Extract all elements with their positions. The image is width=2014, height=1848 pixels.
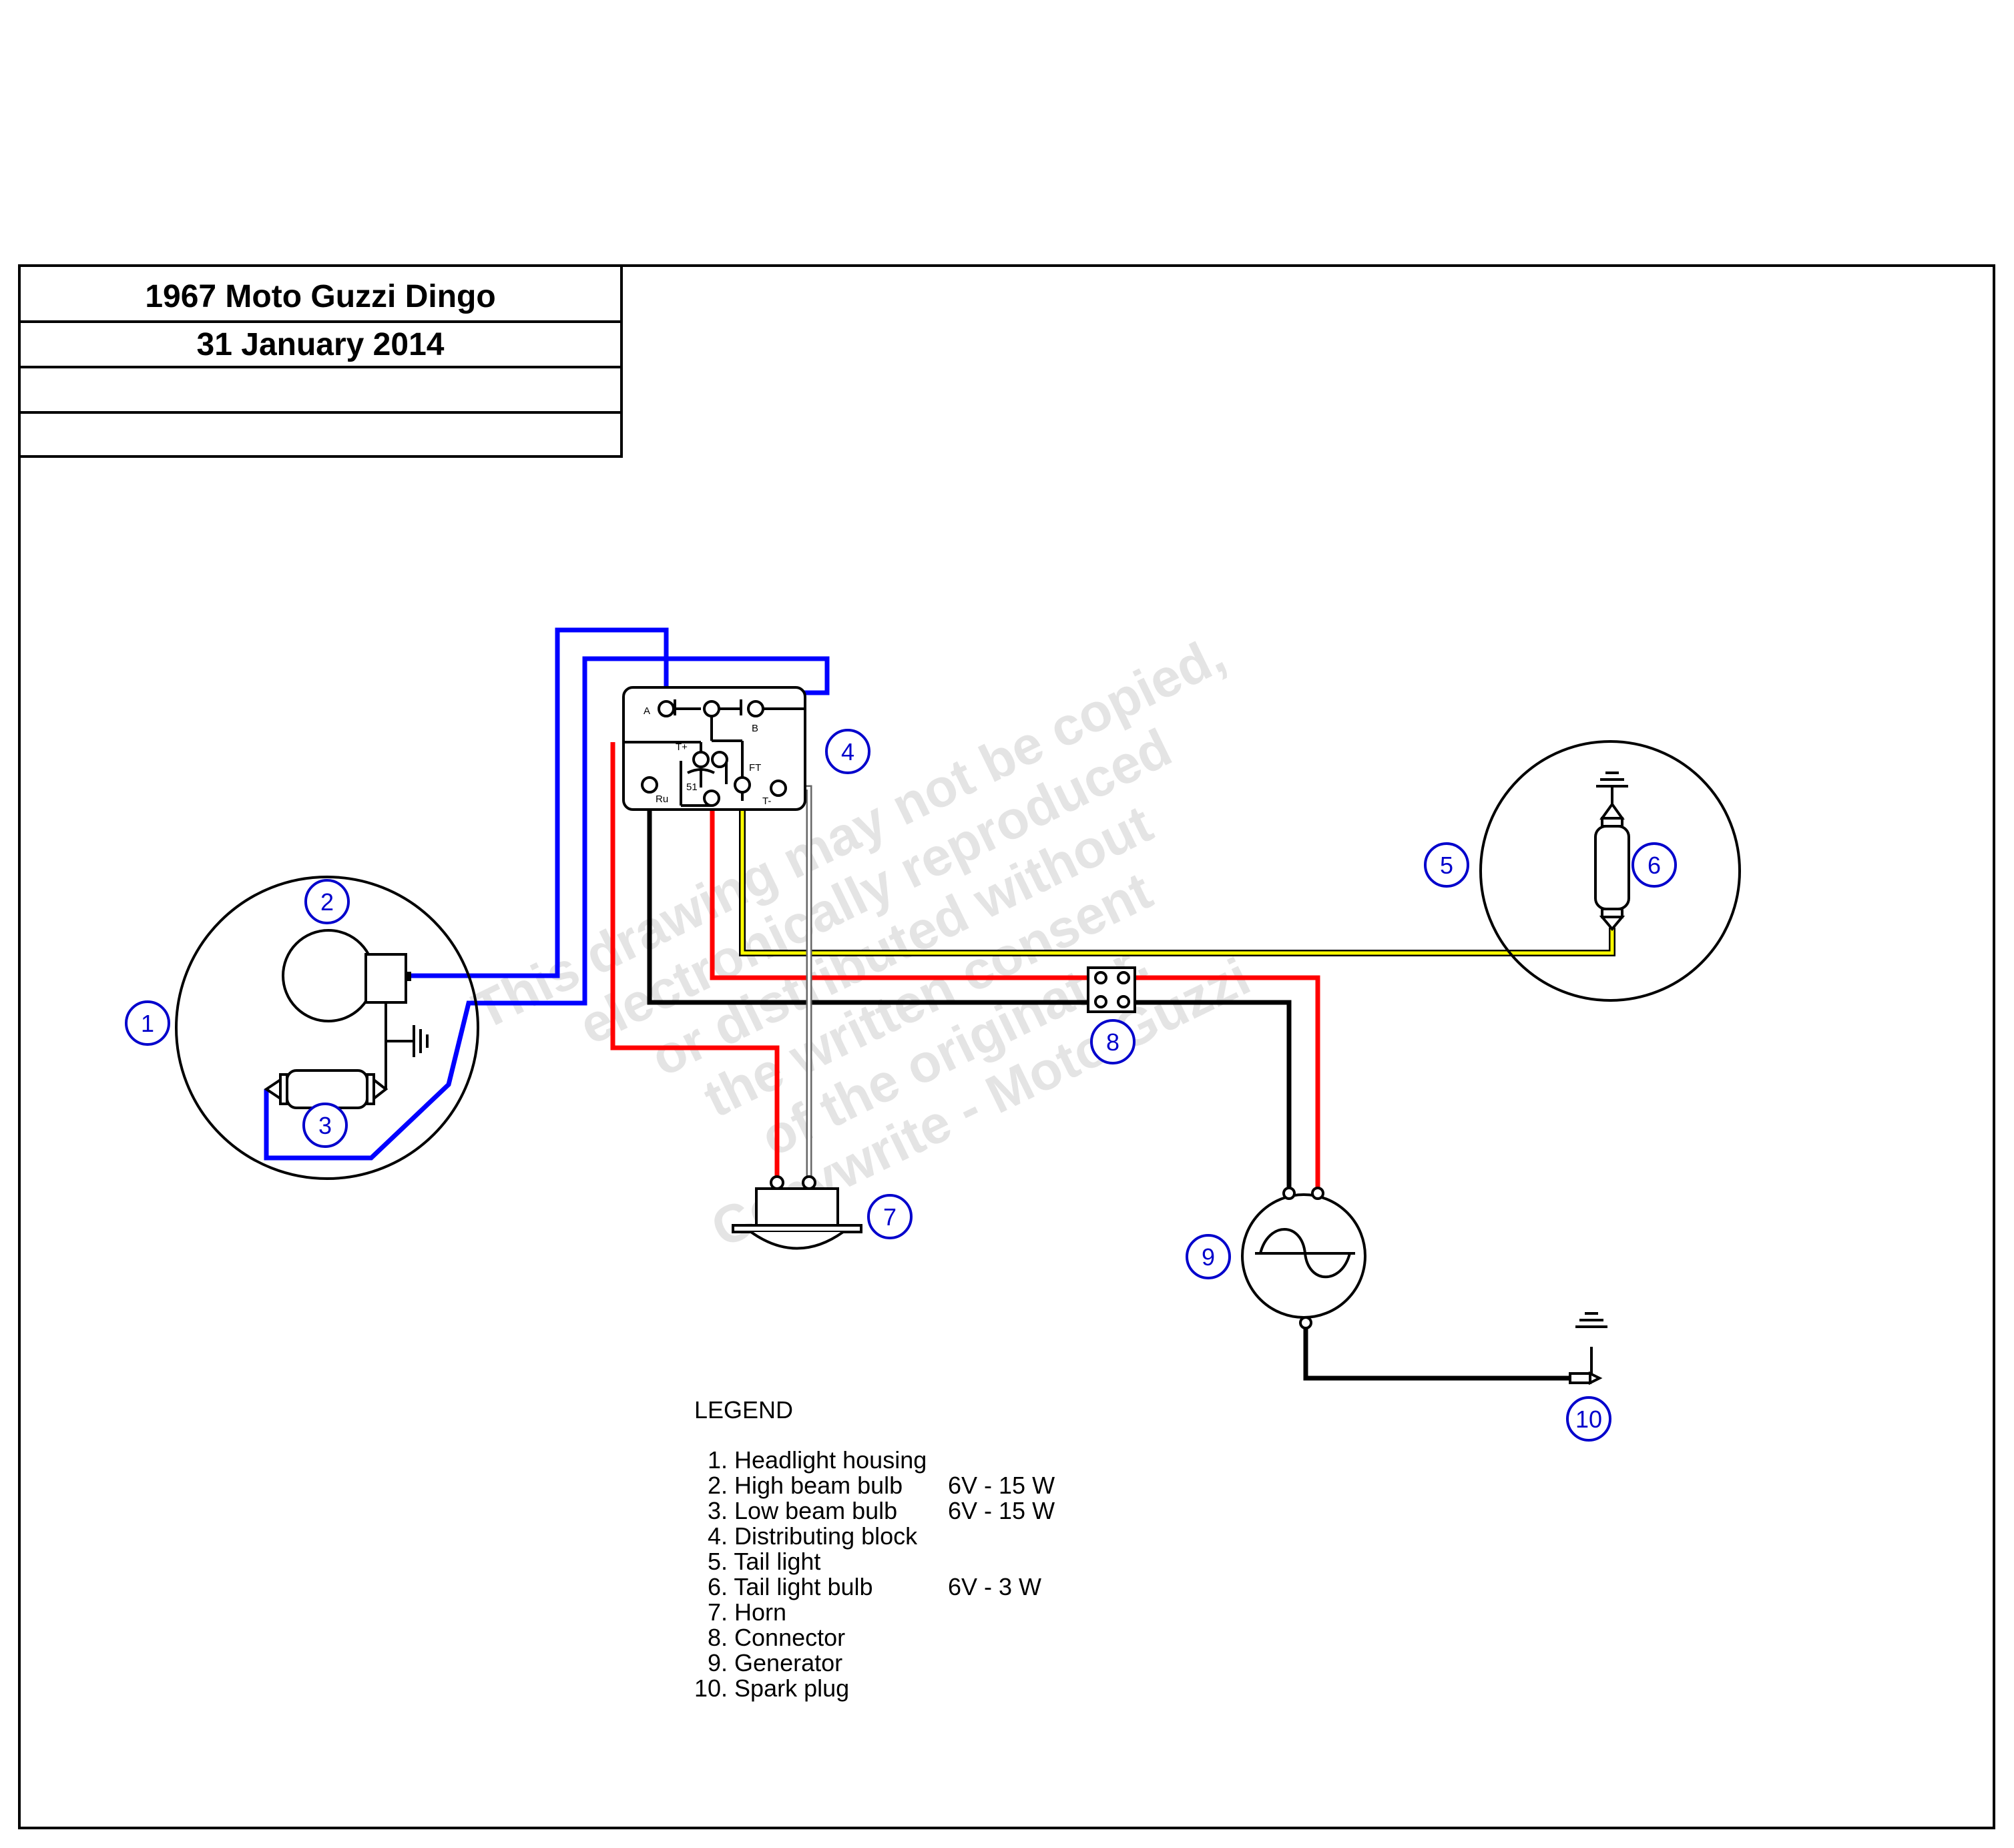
red-wire-generator xyxy=(710,800,1320,1191)
legend-item: 8. Connector xyxy=(708,1624,845,1651)
connector xyxy=(1087,966,1136,1013)
distributing-block: A B T+ 51 FT T- Ru xyxy=(622,686,806,811)
callout-3: 3 xyxy=(302,1103,348,1148)
svg-text:7: 7 xyxy=(883,1203,897,1231)
terminal-a-post xyxy=(658,700,675,717)
red-wires xyxy=(610,742,1320,1191)
svg-text:T-: T- xyxy=(762,796,771,807)
svg-text:Ru: Ru xyxy=(656,794,668,805)
svg-text:10: 10 xyxy=(1575,1406,1602,1433)
tail-light xyxy=(1479,740,1741,1002)
terminal-ft-post xyxy=(734,776,751,794)
generator xyxy=(1241,1187,1366,1329)
drawing-date: 31 January 2014 xyxy=(197,327,445,362)
blue-wire-a xyxy=(409,627,669,978)
legend-item: 7. Horn xyxy=(708,1598,786,1626)
legend-list: 1. Headlight housing 2. High beam bulb 6… xyxy=(694,1446,1055,1702)
legend-rating: 6V - 15 W xyxy=(948,1497,1055,1524)
legend-item: 4. Distributing block xyxy=(708,1522,918,1550)
legend-item: 3. Low beam bulb xyxy=(708,1497,897,1524)
legend: LEGEND 1. Headlight housing 2. High beam… xyxy=(694,1396,1055,1702)
callout-8: 8 xyxy=(1090,1019,1136,1064)
svg-text:B: B xyxy=(752,723,758,734)
terminal-ru-post xyxy=(641,776,658,794)
svg-text:T+: T+ xyxy=(676,741,688,753)
black-wires xyxy=(647,785,1582,1381)
legend-heading: LEGEND xyxy=(694,1396,793,1424)
black-wire-spark xyxy=(1303,1325,1582,1381)
svg-text:9: 9 xyxy=(1202,1243,1215,1271)
svg-text:8: 8 xyxy=(1106,1028,1119,1056)
legend-item: 1. Headlight housing xyxy=(708,1446,927,1474)
legend-item: 5. Tail light xyxy=(708,1548,820,1575)
terminal-b-post xyxy=(747,700,764,717)
black-wire-ru xyxy=(647,785,1292,1191)
svg-text:4: 4 xyxy=(841,738,854,765)
drawing-title: 1967 Moto Guzzi Dingo xyxy=(145,279,495,314)
svg-text:A: A xyxy=(644,705,650,717)
svg-text:2: 2 xyxy=(320,888,334,916)
callout-5: 5 xyxy=(1424,842,1469,888)
legend-item: 2. High beam bulb xyxy=(708,1472,903,1499)
svg-text:3: 3 xyxy=(318,1112,332,1139)
legend-item: 10. Spark plug xyxy=(694,1674,849,1702)
ground-symbol-headlight xyxy=(413,1025,429,1057)
legend-rating: 6V - 3 W xyxy=(948,1573,1041,1600)
callout-9: 9 xyxy=(1186,1234,1231,1279)
yellow-wire xyxy=(739,800,1615,956)
svg-text:5: 5 xyxy=(1440,852,1453,879)
callout-4: 4 xyxy=(825,729,870,774)
callout-2: 2 xyxy=(304,879,350,924)
drawing-frame xyxy=(18,264,1995,1829)
high-beam-bulb xyxy=(282,929,414,1068)
svg-text:51: 51 xyxy=(686,782,698,793)
callout-7: 7 xyxy=(867,1194,913,1239)
svg-text:6: 6 xyxy=(1648,852,1661,879)
callout-6: 6 xyxy=(1631,842,1677,888)
legend-item: 6. Tail light bulb xyxy=(708,1573,873,1600)
blue-wires xyxy=(264,627,830,1161)
headlight-housing xyxy=(175,876,479,1180)
horn xyxy=(732,1175,862,1250)
svg-text:FT: FT xyxy=(749,762,761,774)
copyright-watermark: This drawing may not be copied, electron… xyxy=(464,625,1259,1259)
ground-symbol-tail-light xyxy=(1596,772,1628,788)
terminal-51-post xyxy=(703,790,720,807)
callout-1: 1 xyxy=(125,1000,170,1046)
low-beam-bulb xyxy=(264,1068,389,1109)
spark-plug xyxy=(1569,1347,1603,1385)
terminal-t-minus-post xyxy=(770,780,787,797)
ground-symbol-spark-plug xyxy=(1575,1312,1607,1328)
callout-10: 10 xyxy=(1566,1396,1611,1442)
legend-item: 9. Generator xyxy=(708,1649,842,1676)
terminal-t-plus-post xyxy=(692,751,710,768)
title-block: 1967 Moto Guzzi Dingo 31 January 2014 xyxy=(18,264,623,458)
tail-light-bulb xyxy=(1594,786,1630,932)
legend-rating: 6V - 15 W xyxy=(948,1472,1055,1499)
blue-wire-b xyxy=(264,656,830,1161)
svg-text:1: 1 xyxy=(141,1010,154,1037)
red-wire-horn xyxy=(610,742,780,1183)
